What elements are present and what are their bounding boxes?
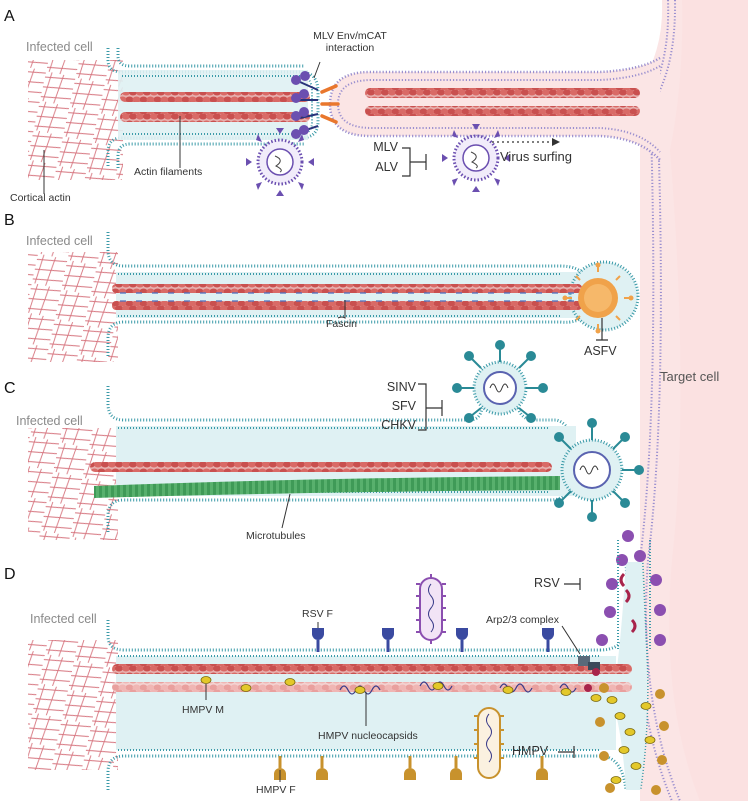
cortical-actin-mesh-d [28, 640, 118, 770]
arp23-complex-label: Arp2/3 complex [486, 614, 559, 626]
hmpv-m-label: HMPV M [182, 704, 224, 716]
rsv-label: RSV [534, 576, 560, 590]
chkv-label: CHKV [381, 418, 416, 432]
actin-filament [365, 106, 640, 116]
sfv-label: SFV [391, 399, 416, 413]
actin-filament [112, 664, 632, 674]
env-mcat-label-line1: MLV Env/mCAT [313, 30, 387, 42]
panel-c [28, 340, 644, 540]
asfv-label: ASFV [584, 344, 617, 358]
alphavirus-budding [452, 340, 548, 423]
env-mcat-label: MLV Env/mCAT interaction [290, 30, 410, 54]
target-cell [560, 0, 748, 802]
env-mcat-interaction [291, 71, 340, 139]
rsv-cluster [596, 530, 666, 650]
panel-letter-d: D [4, 566, 16, 583]
panel-b [28, 232, 640, 362]
panel-letter-c: C [4, 380, 16, 397]
fascin-label: Fascin [326, 318, 357, 330]
rsv-filamentous-virion [416, 574, 446, 644]
hmpv-f-label: HMPV F [256, 784, 296, 796]
rsv-f-label: RSV F [302, 608, 333, 620]
arp23-complex [578, 656, 590, 666]
panel-a [28, 48, 661, 196]
infected-cell-label-c: Infected cell [16, 414, 83, 428]
mlv-label: MLV [373, 140, 398, 154]
hmpv-nucleocapsids-label: HMPV nucleocapsids [318, 730, 418, 742]
panel-letter-a: A [4, 8, 15, 25]
cortical-actin-mesh-b [28, 252, 118, 362]
mlv-virion [246, 128, 314, 196]
actin-filament-fascin [112, 284, 582, 293]
actin-filament [365, 88, 640, 98]
infected-cell-label-a: Infected cell [26, 40, 93, 54]
actin-filaments-label: Actin filaments [134, 166, 203, 178]
sinv-label: SINV [386, 380, 416, 394]
target-cell-label: Target cell [660, 369, 720, 384]
asfv-virion [562, 262, 634, 334]
env-mcat-label-line2: interaction [325, 42, 375, 55]
panel-letter-b: B [4, 212, 15, 229]
hmpv-virion [474, 707, 504, 779]
cortical-actin-mesh-a [28, 60, 123, 180]
virus-surfing-label: Virus surfing [500, 149, 573, 164]
alphavirus-tip [554, 418, 644, 522]
microtubule [94, 476, 560, 498]
actin-filament-fascin [112, 301, 582, 310]
cortical-actin-label: Cortical actin [10, 192, 71, 204]
hmpv-label: HMPV [512, 744, 549, 758]
actin-filament [120, 92, 310, 102]
actin-filament [90, 462, 552, 472]
microtubules-label: Microtubules [246, 530, 306, 542]
infected-cell-label-d: Infected cell [30, 612, 97, 626]
cortical-actin-mesh-c [28, 428, 118, 540]
actin-filament [120, 112, 310, 122]
alv-label: ALV [375, 160, 398, 174]
infected-cell-label-b: Infected cell [26, 234, 93, 248]
hmpv-cluster [584, 668, 669, 795]
panel-d [28, 530, 669, 795]
surfing-virion [442, 124, 510, 192]
